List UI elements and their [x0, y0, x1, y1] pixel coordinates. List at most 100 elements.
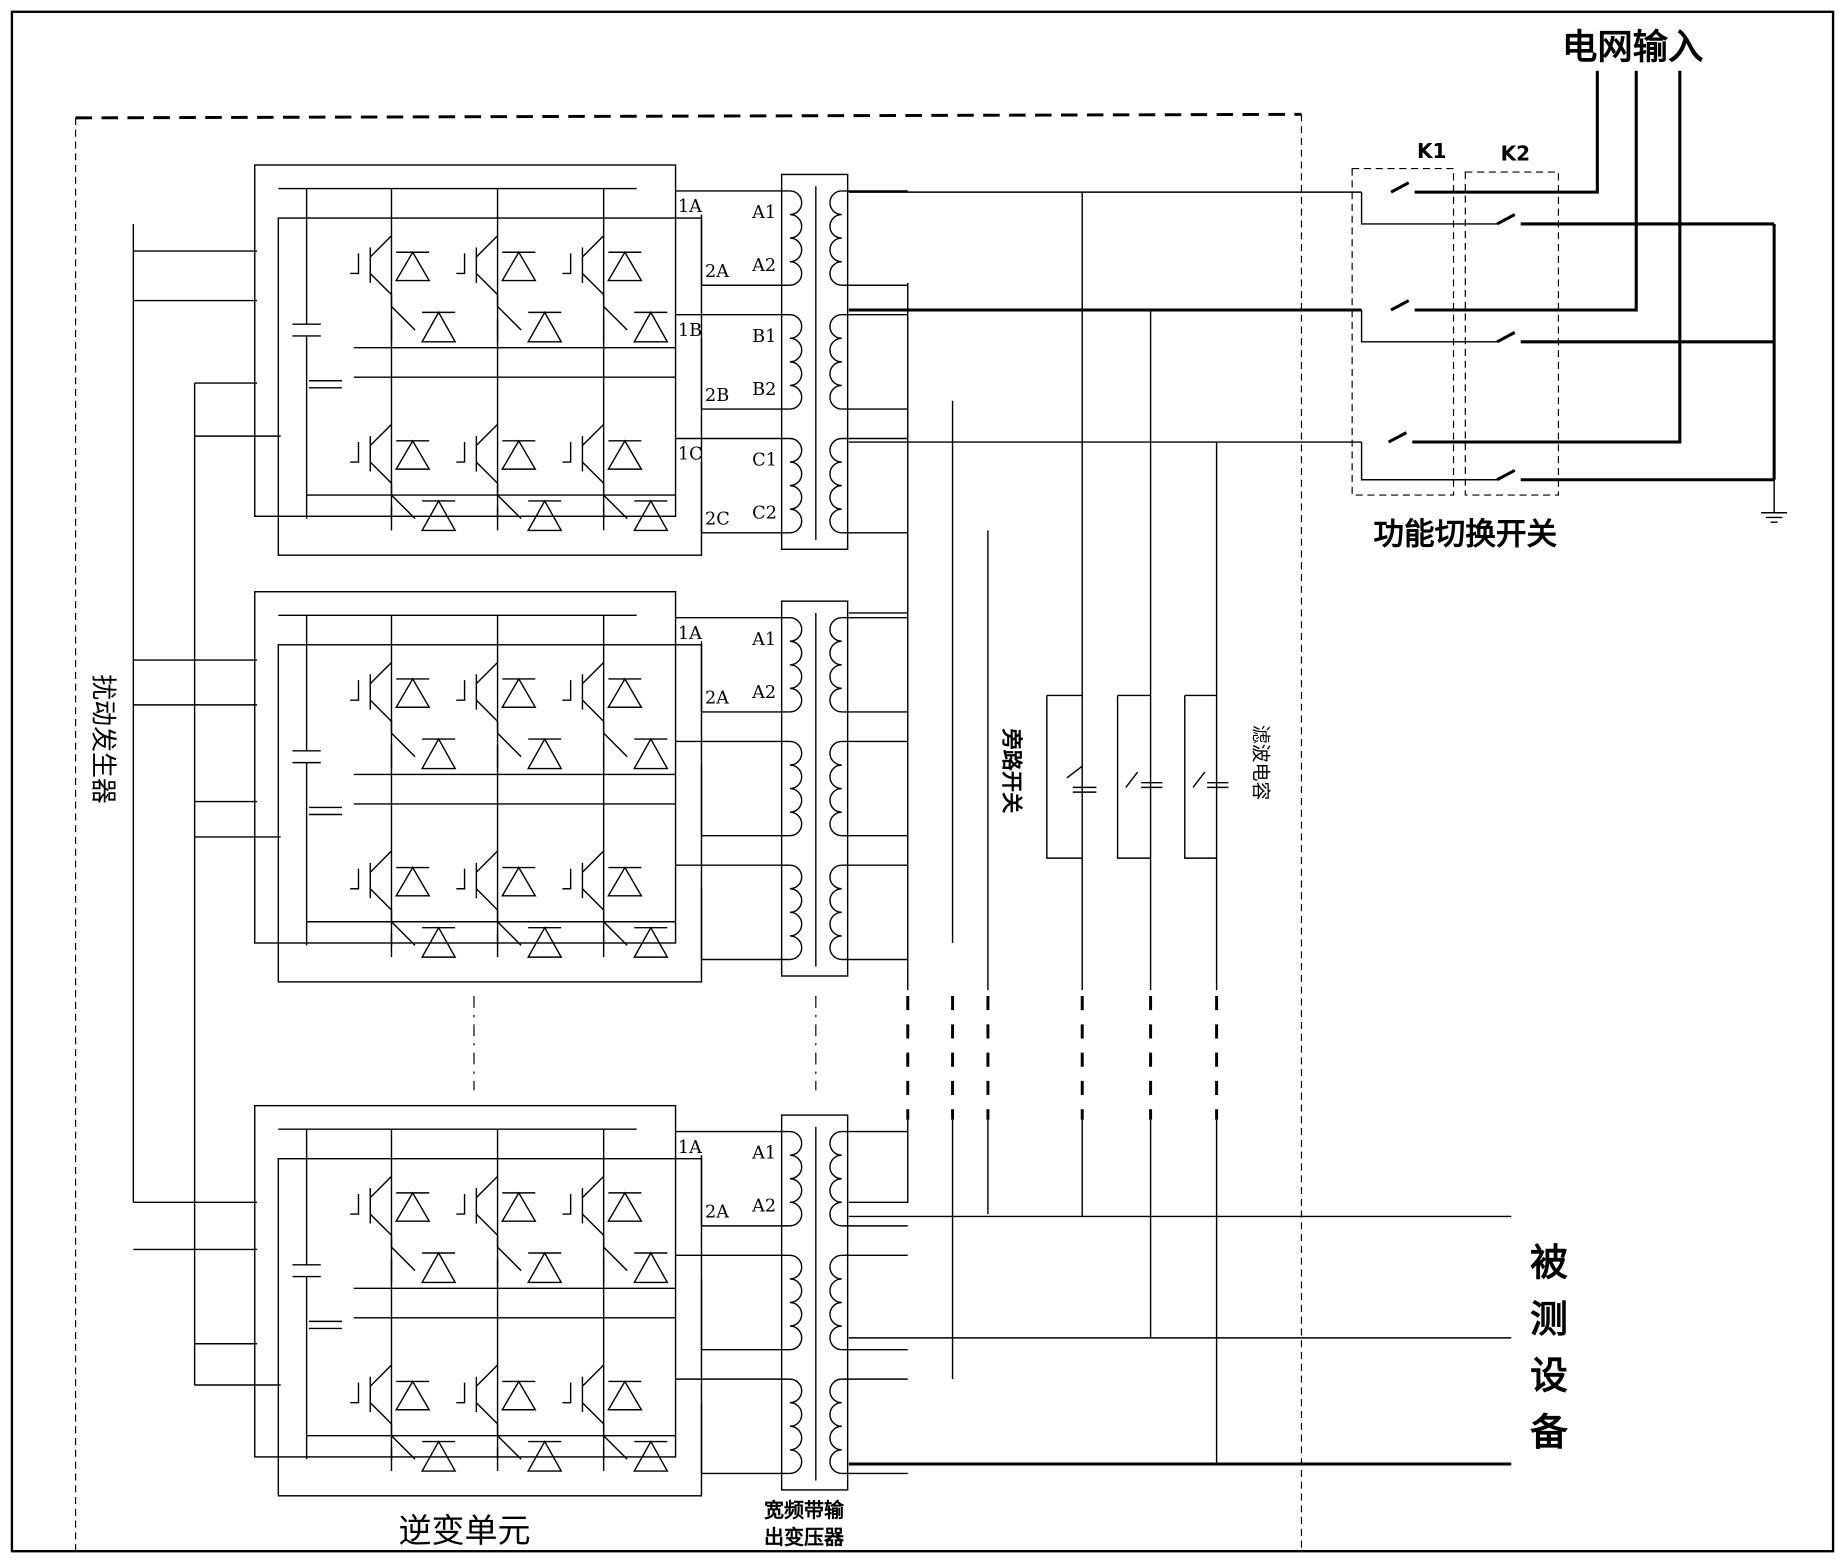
diode-icon	[607, 250, 643, 282]
transformer-terminal-label: C2	[752, 504, 777, 524]
bypass-switch-group	[1046, 694, 1229, 859]
igbt-icon	[562, 1364, 669, 1472]
dc-capacitor-icon	[308, 380, 342, 389]
diode-icon	[420, 1440, 457, 1472]
diode-icon	[501, 439, 537, 470]
diode-icon	[394, 439, 431, 470]
primary-winding-icon	[789, 616, 803, 713]
igbt-icon	[562, 1175, 669, 1284]
secondary-winding-icon	[829, 1254, 842, 1351]
bypass-switch-label: 旁路开关	[998, 727, 1024, 814]
phase-lines	[848, 191, 1512, 1466]
k2-enclosure	[1464, 171, 1560, 496]
igbt-icon	[562, 235, 669, 343]
transformer-terminal-label: C1	[752, 451, 777, 471]
diode-icon	[420, 499, 457, 532]
transformer-terminal-label: A1	[751, 1144, 776, 1164]
igbt-icon	[456, 423, 563, 532]
inverter-outer-box	[254, 1104, 677, 1458]
filter-capacitor-label: 滤波电容	[1249, 725, 1271, 801]
igbt-icon	[562, 850, 669, 958]
igbt-icon	[456, 1175, 563, 1284]
transformer-label-line1: 宽频带输	[764, 1498, 845, 1522]
k1-label: K1	[1417, 139, 1446, 163]
transformer-terminal-label: A1	[751, 630, 776, 650]
diode-icon	[633, 1251, 669, 1284]
inverter-unit-label: 逆变单元	[399, 1511, 531, 1550]
igbt-icon	[456, 1364, 563, 1472]
primary-winding-icon	[789, 864, 803, 961]
diode-icon	[607, 1191, 643, 1222]
diode-icon	[527, 1251, 563, 1284]
diode-icon	[394, 1380, 431, 1411]
svg-text:设: 设	[1530, 1354, 1568, 1398]
diode-icon	[501, 677, 537, 708]
secondary-winding-icon	[829, 864, 842, 961]
transformer-terminal-label: A2	[751, 1197, 776, 1217]
diode-icon	[501, 250, 537, 282]
igbt-icon	[562, 661, 669, 770]
diode-icon	[501, 1191, 537, 1222]
igbt-icon	[350, 661, 457, 770]
primary-winding-icon	[789, 437, 803, 534]
secondary-winding-icon	[829, 1378, 842, 1475]
perturbation-generator-label: 扰动发生器	[87, 674, 117, 804]
diode-icon	[527, 926, 563, 958]
secondary-winding-icon	[829, 190, 842, 286]
diode-icon	[633, 1440, 669, 1472]
diode-icon	[394, 250, 431, 282]
inverter-terminal-label: 2A	[705, 262, 729, 282]
secondary-winding-icon	[829, 314, 842, 410]
diode-icon	[527, 737, 563, 770]
secondary-winding-icon	[829, 1130, 842, 1227]
diode-icon	[394, 1191, 431, 1222]
primary-winding-icon	[789, 314, 803, 410]
inverter-inner-box	[277, 1157, 703, 1497]
diode-icon	[607, 439, 643, 470]
diode-icon	[527, 1440, 563, 1472]
igbt-icon	[456, 235, 563, 343]
output-bus	[848, 282, 1219, 1380]
inverter-outer-box	[254, 591, 677, 944]
diode-icon	[633, 926, 669, 958]
diode-icon	[527, 310, 563, 343]
device-under-test-label: 被 测 设 备	[1530, 1240, 1568, 1454]
inverter-terminal-label: 2A	[705, 1203, 729, 1223]
igbt-icon	[562, 423, 669, 532]
diode-icon	[607, 1380, 643, 1411]
igbt-icon	[350, 850, 457, 958]
svg-text:备: 备	[1530, 1410, 1568, 1454]
igbt-icon	[350, 423, 457, 532]
ground-icon	[1761, 479, 1788, 523]
transformer-terminal-label: A2	[751, 683, 776, 703]
diode-icon	[501, 1380, 537, 1411]
inverter-outer-box	[254, 164, 677, 517]
transformer-terminal-label: B1	[752, 327, 776, 347]
transformer-terminal-label: A2	[751, 256, 776, 276]
grid-input-label: 电网输入	[1562, 27, 1703, 68]
transformer-label-line2: 出变压器	[764, 1525, 845, 1549]
inverter-terminal-label: 2C	[705, 510, 730, 530]
diode-icon	[420, 1251, 457, 1284]
svg-text:被: 被	[1530, 1240, 1568, 1284]
k2-contacts	[1496, 213, 1775, 482]
page-frame	[10, 10, 1835, 1553]
inverter-terminal-label: 2A	[705, 689, 729, 709]
dc-capacitor-icon	[308, 1320, 342, 1330]
diode-icon	[633, 310, 669, 343]
function-switch	[1351, 70, 1788, 523]
diode-icon	[527, 499, 563, 532]
inverter-terminal-label: 1A	[678, 1138, 702, 1158]
dc-capacitor-icon	[292, 188, 321, 519]
diode-icon	[420, 926, 457, 958]
igbt-icon	[350, 235, 457, 343]
k1-enclosure	[1351, 167, 1455, 496]
inverter-inner-box	[277, 644, 703, 983]
igbt-icon	[456, 850, 563, 958]
diode-icon	[501, 866, 537, 897]
igbt-icon	[350, 1364, 457, 1472]
